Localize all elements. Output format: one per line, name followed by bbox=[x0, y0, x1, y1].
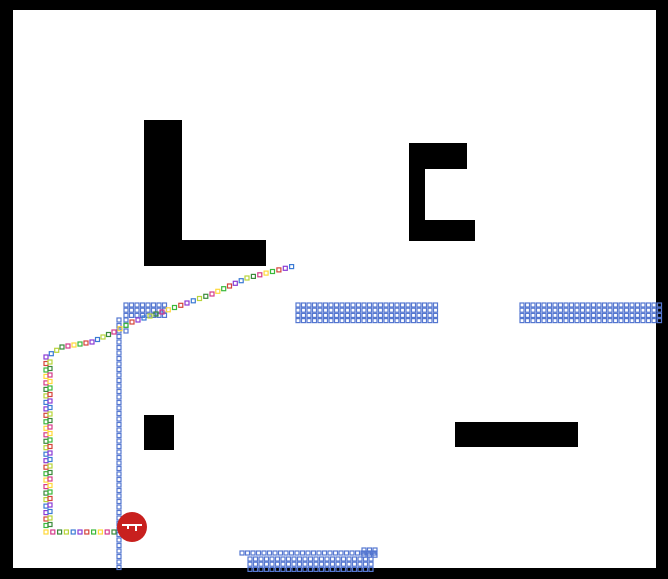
robot bbox=[117, 512, 147, 542]
obstacle-small-block bbox=[144, 415, 174, 450]
obstacle-bar bbox=[455, 422, 578, 447]
wall-right bbox=[656, 0, 668, 579]
robot-body bbox=[117, 512, 147, 542]
obstacle-l-foot bbox=[144, 240, 266, 266]
wall-left bbox=[0, 0, 13, 579]
wall-top bbox=[0, 0, 668, 10]
obstacle-c-bottom bbox=[409, 220, 475, 241]
